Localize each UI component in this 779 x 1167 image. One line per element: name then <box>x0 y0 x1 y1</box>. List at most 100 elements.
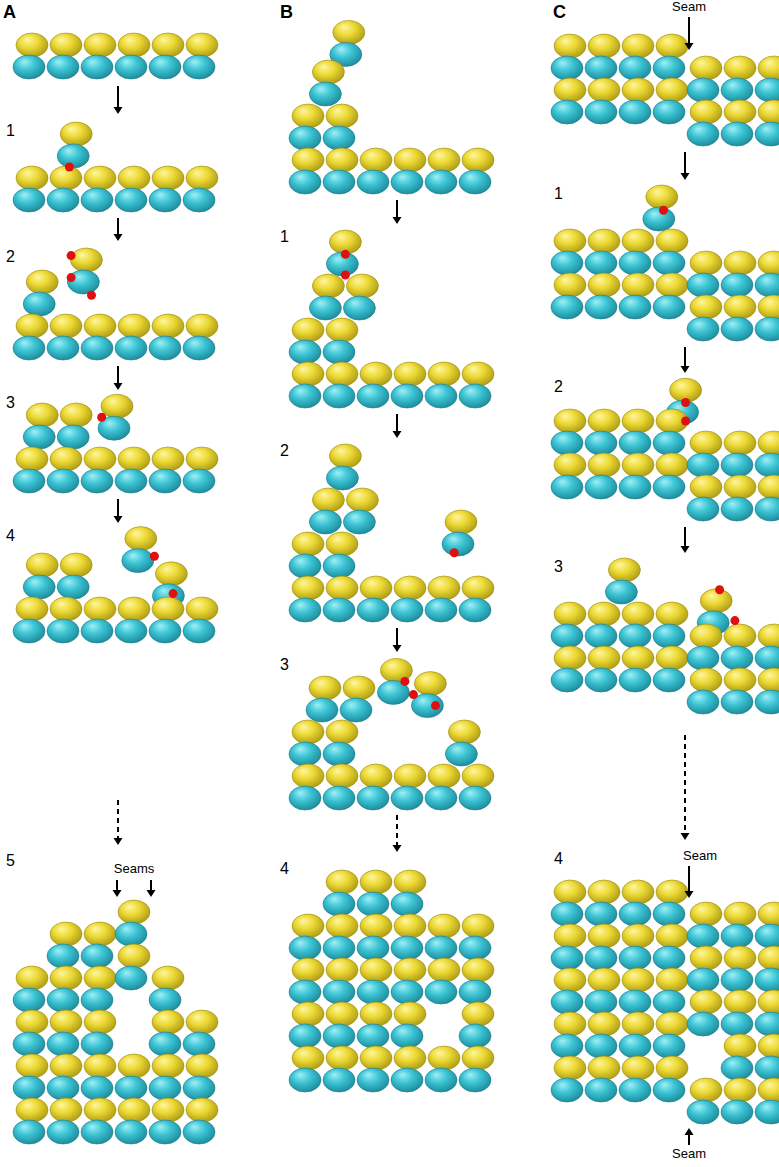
beta-tubulin <box>47 336 79 360</box>
alpha-tubulin <box>360 1046 392 1070</box>
beta-tubulin <box>605 580 637 604</box>
arrow-shaft <box>117 800 119 838</box>
beta-tubulin <box>643 207 675 231</box>
step-arrow <box>685 17 694 50</box>
alpha-tubulin <box>326 1002 358 1026</box>
alpha-tubulin <box>60 122 92 146</box>
beta-tubulin <box>619 100 651 124</box>
beta-tubulin <box>289 1024 321 1048</box>
step-number: 1 <box>280 228 289 246</box>
beta-tubulin <box>687 646 719 670</box>
beta-tubulin <box>391 892 423 916</box>
alpha-tubulin <box>622 646 654 670</box>
alpha-tubulin <box>622 968 654 992</box>
beta-tubulin <box>425 384 457 408</box>
beta-tubulin <box>340 698 372 722</box>
contact-dot <box>431 701 440 710</box>
alpha-tubulin <box>50 1054 82 1078</box>
alpha-tubulin <box>724 624 756 648</box>
arrow-head <box>114 234 123 241</box>
seam-label: Seam <box>672 0 706 15</box>
beta-tubulin <box>391 384 423 408</box>
arrow-head <box>114 107 123 114</box>
alpha-tubulin <box>656 273 688 297</box>
alpha-tubulin <box>588 646 620 670</box>
beta-tubulin <box>323 554 355 578</box>
beta-tubulin <box>183 1032 215 1056</box>
beta-tubulin <box>687 317 719 341</box>
alpha-tubulin <box>758 475 779 499</box>
alpha-tubulin <box>690 990 722 1014</box>
alpha-tubulin <box>724 295 756 319</box>
alpha-tubulin <box>656 78 688 102</box>
tubulin-lattice <box>13 20 779 1144</box>
beta-tubulin <box>619 475 651 499</box>
beta-tubulin <box>115 1120 147 1144</box>
alpha-tubulin <box>50 966 82 990</box>
beta-tubulin <box>357 598 389 622</box>
alpha-tubulin <box>554 602 586 626</box>
beta-tubulin <box>323 742 355 766</box>
beta-tubulin <box>23 425 55 449</box>
step-number: 4 <box>280 860 289 878</box>
alpha-tubulin <box>118 166 150 190</box>
beta-tubulin <box>585 100 617 124</box>
beta-tubulin <box>653 624 685 648</box>
alpha-tubulin <box>16 447 48 471</box>
alpha-tubulin <box>16 314 48 338</box>
alpha-tubulin <box>118 314 150 338</box>
alpha-tubulin <box>16 966 48 990</box>
beta-tubulin <box>585 946 617 970</box>
alpha-tubulin <box>690 100 722 124</box>
beta-tubulin <box>551 251 583 275</box>
beta-tubulin <box>721 78 753 102</box>
beta-tubulin <box>391 936 423 960</box>
arrow-head <box>114 383 123 390</box>
alpha-tubulin <box>292 532 324 556</box>
contact-dot <box>681 417 690 426</box>
beta-tubulin <box>755 1100 779 1124</box>
alpha-tubulin <box>554 229 586 253</box>
alpha-tubulin <box>101 394 133 418</box>
alpha-tubulin <box>448 720 480 744</box>
beta-tubulin <box>323 598 355 622</box>
alpha-tubulin <box>84 314 116 338</box>
beta-tubulin <box>687 924 719 948</box>
beta-tubulin <box>309 296 341 320</box>
step-number: 1 <box>6 122 15 140</box>
alpha-tubulin <box>118 1054 150 1078</box>
beta-tubulin <box>653 902 685 926</box>
beta-tubulin <box>47 1076 79 1100</box>
beta-tubulin <box>459 786 491 810</box>
beta-tubulin <box>357 936 389 960</box>
beta-tubulin <box>115 922 147 946</box>
alpha-tubulin <box>758 902 779 926</box>
beta-tubulin <box>81 55 113 79</box>
alpha-tubulin <box>690 251 722 275</box>
alpha-tubulin <box>622 1056 654 1080</box>
beta-tubulin <box>323 936 355 960</box>
beta-tubulin <box>721 497 753 521</box>
step-number: 1 <box>554 185 563 203</box>
alpha-tubulin <box>326 1046 358 1070</box>
contact-dot <box>150 552 159 561</box>
beta-tubulin <box>289 170 321 194</box>
beta-tubulin <box>459 936 491 960</box>
beta-tubulin <box>357 1068 389 1092</box>
beta-tubulin <box>183 55 215 79</box>
alpha-tubulin <box>50 922 82 946</box>
beta-tubulin <box>585 431 617 455</box>
arrow-shaft <box>688 1135 690 1145</box>
beta-tubulin <box>13 988 45 1012</box>
alpha-tubulin <box>462 576 494 600</box>
arrow-shaft <box>688 17 690 43</box>
step-number: 2 <box>280 442 289 460</box>
step-number: 3 <box>6 394 15 412</box>
beta-tubulin <box>47 1032 79 1056</box>
alpha-tubulin <box>292 1046 324 1070</box>
contact-dot <box>450 548 459 557</box>
beta-tubulin <box>47 469 79 493</box>
beta-tubulin <box>687 122 719 146</box>
arrow-shaft <box>150 880 152 890</box>
step-arrow <box>393 414 402 438</box>
